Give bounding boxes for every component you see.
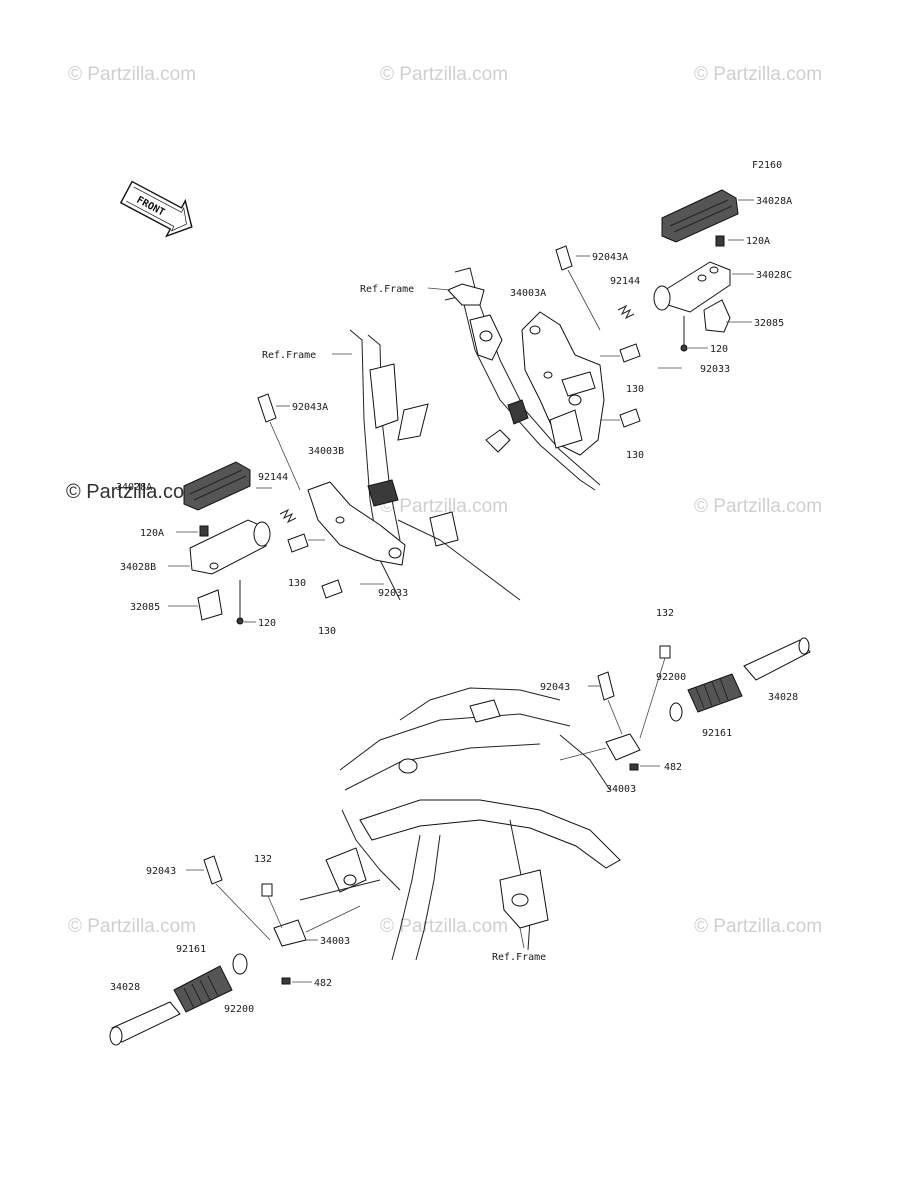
pin-92043A-middle bbox=[257, 393, 301, 491]
peg-34028-left bbox=[109, 1001, 181, 1046]
rubber-92161-right bbox=[687, 673, 743, 713]
frame-middle-left bbox=[349, 329, 521, 601]
peg-34028-right bbox=[743, 637, 811, 681]
clip-482-right bbox=[629, 763, 639, 771]
label-120: 120 bbox=[710, 344, 728, 355]
label-92200: 92200 bbox=[656, 672, 686, 683]
footpeg-34028B bbox=[189, 519, 271, 575]
label-92043A: 92043A bbox=[292, 402, 328, 413]
bolt-130-middle bbox=[287, 533, 343, 599]
label-130: 130 bbox=[318, 626, 336, 637]
rubber-34028A-upper bbox=[661, 189, 739, 243]
label-92033: 92033 bbox=[700, 364, 730, 375]
label-34003: 34003 bbox=[320, 936, 350, 947]
label-130: 130 bbox=[288, 578, 306, 589]
label-120: 120 bbox=[258, 618, 276, 629]
watermark: © Partzilla.com bbox=[380, 64, 508, 85]
label-34028: 34028 bbox=[768, 692, 798, 703]
label-132: 132 bbox=[254, 854, 272, 865]
label-ref-frame: Ref.Frame bbox=[262, 350, 316, 361]
frame-lower bbox=[299, 687, 621, 961]
label-120A: 120A bbox=[140, 528, 164, 539]
bolt-120A-upper bbox=[715, 235, 725, 247]
watermark: © Partzilla.com bbox=[380, 916, 508, 937]
bolt-120-upper bbox=[680, 316, 688, 352]
rubber-34028A-middle bbox=[183, 461, 251, 511]
label-92161: 92161 bbox=[176, 944, 206, 955]
label-92033: 92033 bbox=[378, 588, 408, 599]
frame-upper-right bbox=[444, 267, 601, 491]
bolt-132-left bbox=[261, 883, 283, 929]
bolt-130-upper bbox=[600, 343, 641, 428]
label-120A: 120A bbox=[746, 236, 770, 247]
label-92043: 92043 bbox=[540, 682, 570, 693]
label-ref-frame: Ref.Frame bbox=[492, 952, 546, 963]
footpeg-34028C bbox=[653, 261, 731, 313]
pin-92043A-upper bbox=[555, 245, 601, 331]
label-92144: 92144 bbox=[610, 276, 640, 287]
bracket-34003A bbox=[521, 311, 605, 456]
label-ref-frame: Ref.Frame bbox=[360, 284, 414, 295]
label-34028A: 34028A bbox=[756, 196, 792, 207]
watermark: © Partzilla.com bbox=[380, 496, 508, 517]
watermark: © Partzilla.com bbox=[694, 916, 822, 937]
label-482: 482 bbox=[314, 978, 332, 989]
rubber-92161-left bbox=[173, 965, 233, 1013]
label-34028B: 34028B bbox=[120, 562, 156, 573]
washer-92200-right bbox=[669, 702, 683, 722]
bolt-120A-middle bbox=[199, 525, 209, 537]
label-34028A: 34028A bbox=[116, 482, 152, 493]
label-32085: 32085 bbox=[754, 318, 784, 329]
bracket-34003-right bbox=[559, 733, 641, 761]
label-92161: 92161 bbox=[702, 728, 732, 739]
figure-code: F2160 bbox=[752, 160, 782, 171]
pin-92043-left bbox=[203, 855, 271, 941]
bolt-120-middle bbox=[236, 580, 244, 625]
front-arrow-icon: FRONT bbox=[119, 180, 193, 238]
leader-lines bbox=[168, 199, 754, 983]
label-132: 132 bbox=[656, 608, 674, 619]
spring-92144-middle bbox=[279, 508, 297, 524]
clip-482-left bbox=[281, 977, 291, 985]
watermark: © Partzilla.com bbox=[68, 916, 196, 937]
label-482: 482 bbox=[664, 762, 682, 773]
label-130: 130 bbox=[626, 384, 644, 395]
pin-92043-right bbox=[597, 671, 623, 735]
bracket-32085-middle bbox=[197, 589, 223, 621]
spring-92144-upper bbox=[617, 304, 635, 320]
watermark: © Partzilla.com bbox=[66, 481, 201, 503]
label-92200: 92200 bbox=[224, 1004, 254, 1015]
label-34028: 34028 bbox=[110, 982, 140, 993]
bracket-34003B bbox=[307, 481, 406, 566]
washer-92200-left bbox=[232, 953, 248, 975]
label-92144: 92144 bbox=[258, 472, 288, 483]
label-34028C: 34028C bbox=[756, 270, 792, 281]
label-34003B: 34003B bbox=[308, 446, 344, 457]
label-34003A: 34003A bbox=[510, 288, 546, 299]
bolt-132-right bbox=[639, 645, 671, 739]
label-92043A: 92043A bbox=[592, 252, 628, 263]
label-130: 130 bbox=[626, 450, 644, 461]
label-34003: 34003 bbox=[606, 784, 636, 795]
bracket-32085-upper bbox=[703, 299, 731, 333]
label-92043: 92043 bbox=[146, 866, 176, 877]
watermark: © Partzilla.com bbox=[694, 496, 822, 517]
watermark: © Partzilla.com bbox=[694, 64, 822, 85]
label-32085: 32085 bbox=[130, 602, 160, 613]
watermark: © Partzilla.com bbox=[68, 64, 196, 85]
